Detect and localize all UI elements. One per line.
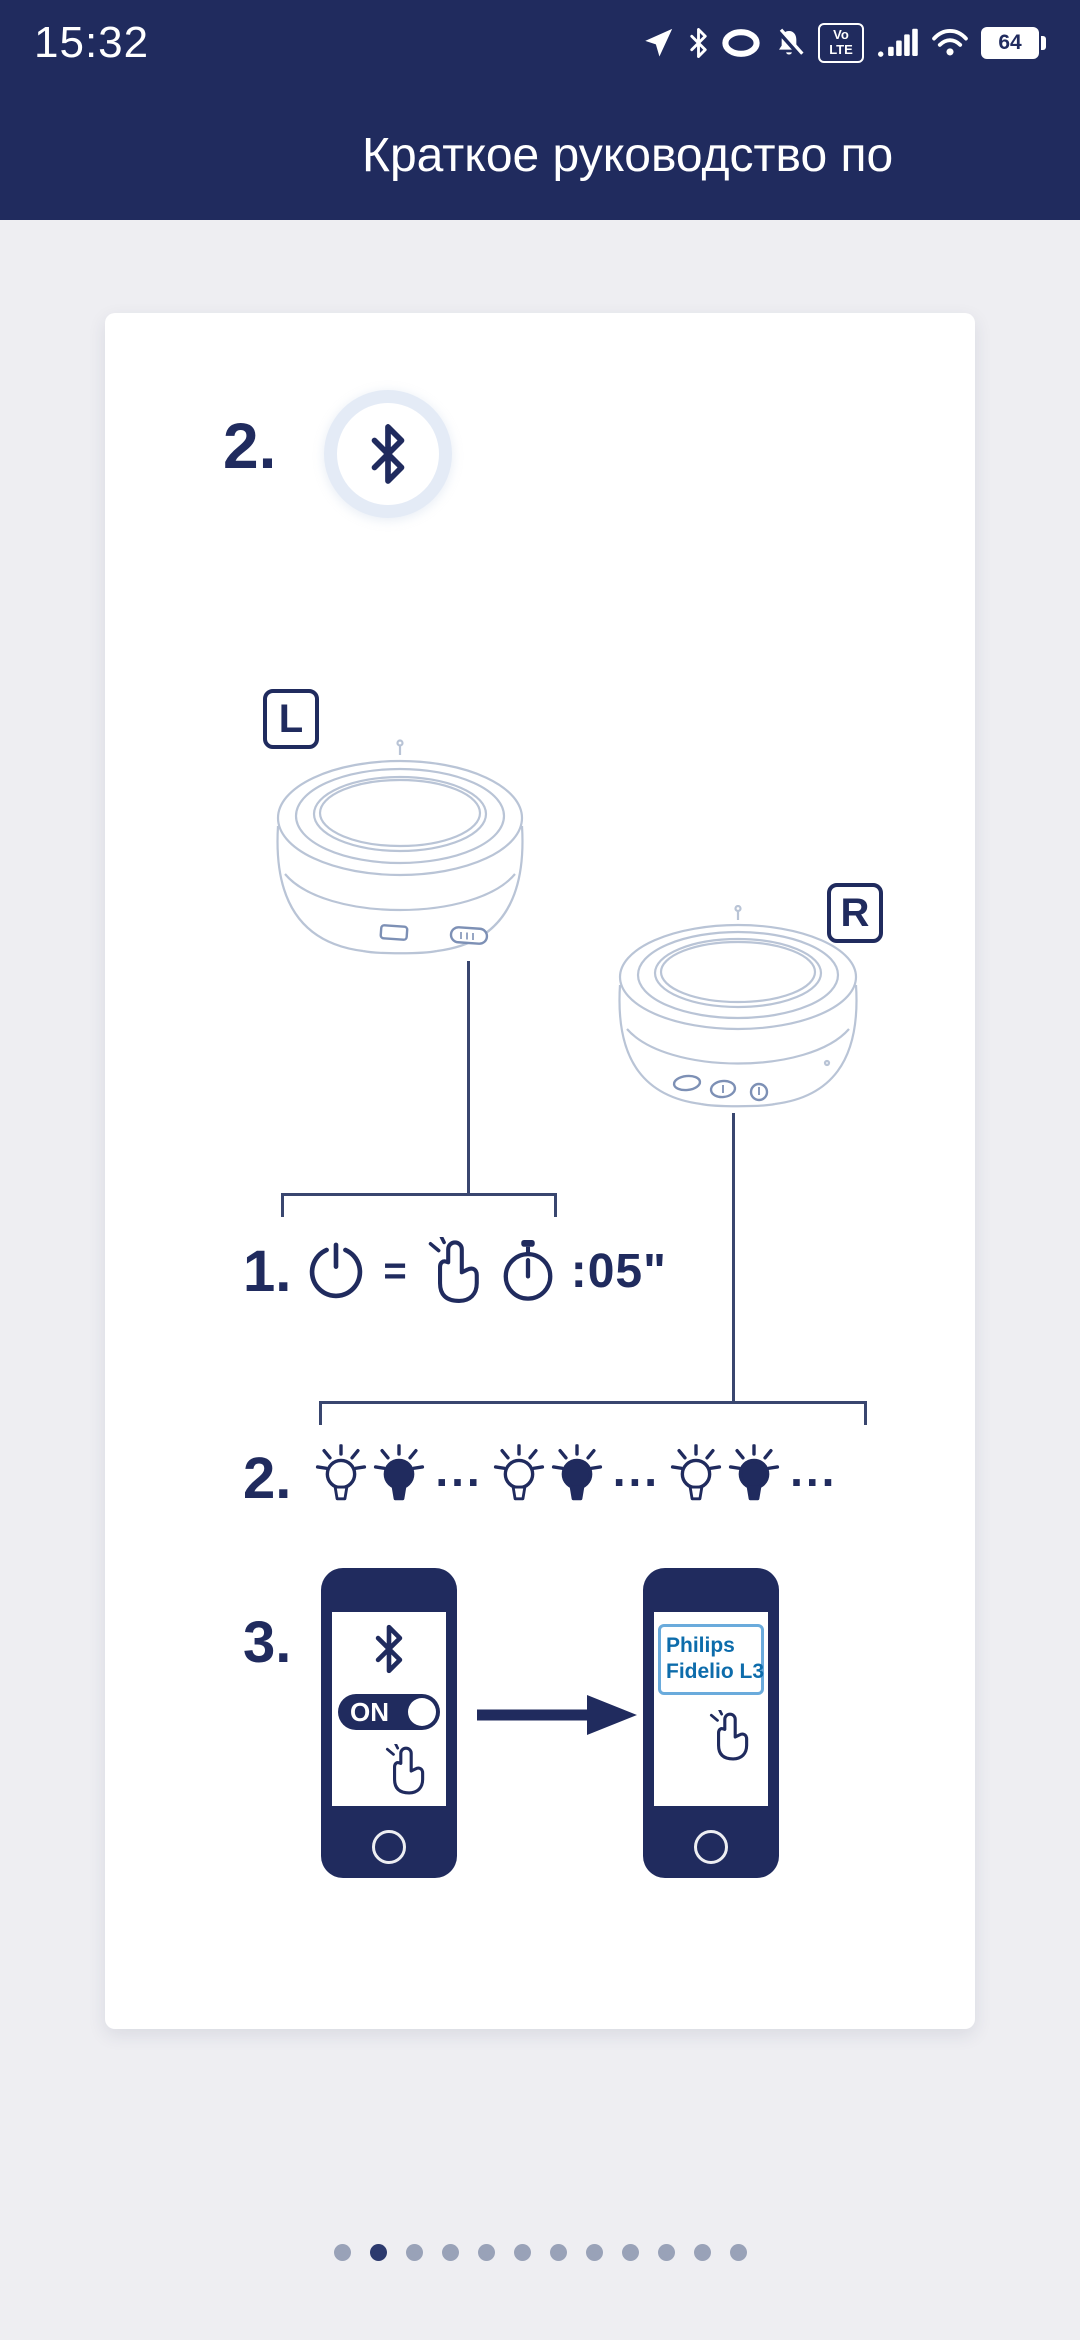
bracket-step2 — [319, 1401, 867, 1425]
step2-number: 2. — [243, 1445, 292, 1511]
bracket-step1 — [281, 1193, 557, 1217]
battery-icon: 64 — [981, 27, 1046, 59]
phone-illustration-1: ON — [321, 1568, 457, 1878]
pager-dot[interactable] — [405, 2244, 423, 2261]
phone1-screen: ON — [332, 1612, 446, 1806]
bluetooth-icon — [688, 27, 709, 59]
step1-number: 1. — [243, 1238, 292, 1304]
mute-icon — [776, 28, 804, 57]
data-saver-icon — [722, 29, 760, 57]
left-cup-label: L — [263, 689, 319, 749]
phone1-bluetooth-icon — [372, 1624, 406, 1674]
location-icon — [645, 28, 673, 57]
home-button — [372, 1830, 406, 1864]
status-time: 15:32 — [34, 18, 150, 67]
volte-bottom: LTE — [829, 42, 853, 57]
volte-icon: Vo LTE — [818, 23, 864, 63]
equals-sign: = — [383, 1248, 407, 1293]
phone2-screen: Philips Fidelio L3 — [654, 1612, 768, 1806]
status-bar: 15:32 Vo LTE — [0, 0, 1080, 86]
pager-dot[interactable] — [549, 2244, 567, 2261]
signal-icon — [877, 28, 918, 57]
pager-dot[interactable] — [369, 2244, 387, 2261]
bulb-off-icon — [315, 1444, 367, 1512]
battery-percent: 64 — [998, 31, 1022, 54]
hand-cursor-icon — [383, 1744, 429, 1796]
bluetooth-badge-icon — [367, 423, 409, 485]
hand-cursor-icon — [707, 1710, 753, 1762]
toggle-label: ON — [350, 1696, 389, 1727]
bulb-off-icon — [493, 1444, 545, 1512]
bulb-off-icon — [670, 1444, 722, 1512]
right-cup-label: R — [827, 883, 883, 943]
step3-number: 3. — [243, 1610, 292, 1675]
step1-duration: :05" — [570, 1244, 667, 1298]
power-icon — [310, 1242, 363, 1299]
home-button — [694, 1830, 728, 1864]
bulb-on-icon — [373, 1444, 425, 1512]
timer-icon — [503, 1240, 553, 1301]
page-title: Краткое руководство по — [362, 129, 894, 182]
bluetooth-toggle: ON — [338, 1694, 440, 1730]
step2-row: 2. ... ... ... — [243, 1433, 841, 1523]
wifi-icon — [932, 29, 968, 56]
phone-illustration-2: Philips Fidelio L3 — [643, 1568, 779, 1878]
volte-top: Vo — [833, 27, 849, 43]
pager-dot[interactable] — [693, 2244, 711, 2261]
ellipsis: ... — [790, 1444, 838, 1496]
pager-dot[interactable] — [441, 2244, 459, 2261]
pager-dot[interactable] — [585, 2244, 603, 2261]
guide-card: 2. L R — [105, 313, 975, 2029]
connector-line-right — [732, 1113, 735, 1401]
app-header: 15:32 Vo LTE — [0, 0, 1080, 220]
bluetooth-badge — [337, 403, 439, 505]
device-name-line1: Philips — [666, 1634, 735, 1657]
connector-line-left — [467, 961, 470, 1193]
pager-dot[interactable] — [657, 2244, 675, 2261]
pager-dot[interactable] — [513, 2244, 531, 2261]
bulb-on-icon — [728, 1444, 780, 1512]
pager-dot[interactable] — [477, 2244, 495, 2261]
left-earcup-illustration — [276, 739, 524, 955]
pager-dot[interactable] — [333, 2244, 351, 2261]
device-name-box: Philips Fidelio L3 — [658, 1624, 764, 1695]
section-number: 2. — [223, 410, 277, 482]
step1-row: 1. = :05" — [243, 1229, 667, 1313]
arrow-icon — [477, 1695, 637, 1735]
tap-icon — [425, 1237, 485, 1305]
ellipsis: ... — [612, 1444, 661, 1496]
ellipsis: ... — [435, 1444, 483, 1496]
pager — [0, 2244, 1080, 2261]
pager-dot[interactable] — [729, 2244, 747, 2261]
device-name-line2: Fidelio L3 — [666, 1660, 765, 1684]
pager-dot[interactable] — [621, 2244, 639, 2261]
status-icons: Vo LTE 64 — [641, 23, 1046, 63]
right-earcup-illustration — [618, 905, 858, 1108]
bulb-on-icon — [551, 1444, 603, 1512]
toggle-knob — [408, 1698, 436, 1726]
